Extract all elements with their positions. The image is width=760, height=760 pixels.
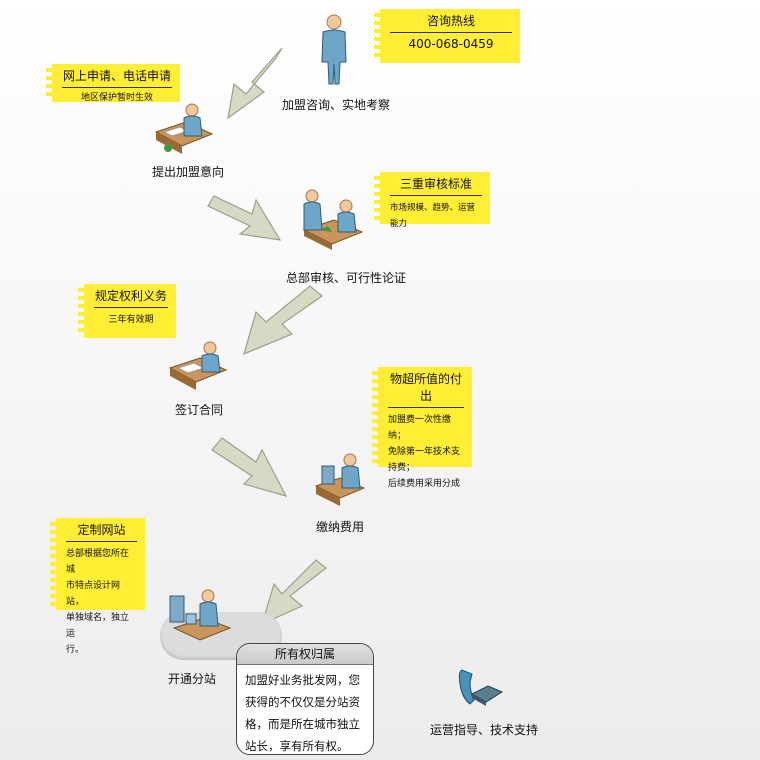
site-note-title: 定制网站 <box>66 521 137 542</box>
hotline-phone: 400-068-0459 <box>408 37 494 51</box>
rights-note-title: 规定权利义务 <box>94 287 168 308</box>
fees-note-title: 物超所值的付出 <box>388 370 464 408</box>
ownership-body: 加盟好业务批发网，您获得的不仅仅是分站资格，而是所在城市独立站长，享有所有权。 <box>245 673 360 753</box>
step-caption-open-site: 开通分站 <box>168 672 217 686</box>
arrow-shape-3 <box>243 285 323 356</box>
site-note-body: 总部根据您所在城 市特点设计网站， 单独域名，独立运 行。 <box>66 549 130 655</box>
step-caption-intention: 提出加盟意向 <box>152 165 225 179</box>
fees-note: 物超所值的付出 加盟费一次性缴纳； 免除第一年技术支 持费； 后续费用采用分成 <box>372 367 472 489</box>
workstation-icon <box>169 589 232 641</box>
apply-note: 网上申请、电话申请 地区保护暂时生效 <box>46 64 180 103</box>
review-note: 三重审核标准 市场规模、趋势、运营能力 <box>374 172 490 229</box>
arrow-shape-4 <box>211 437 288 497</box>
standing-person-icon <box>321 14 347 85</box>
fees-note-body: 加盟费一次性缴纳； 免除第一年技术支 持费； 后续费用采用分成 <box>388 415 461 489</box>
arrow-shape-5 <box>261 559 327 626</box>
contract-signing-icon <box>168 341 228 390</box>
review-note-title: 三重审核标准 <box>390 175 482 196</box>
site-note: 定制网站 总部根据您所在城 市特点设计网站， 单独域名，独立运 行。 <box>50 518 145 655</box>
ownership-box: 所有权归属 加盟好业务批发网，您获得的不仅仅是分站资格，而是所在城市独立站长，享… <box>236 643 374 755</box>
hotline-note: 咨询热线 400-068-0459 <box>374 9 520 63</box>
rights-note-body: 三年有效期 <box>108 315 154 325</box>
step-caption-consult: 加盟咨询、实地考察 <box>282 98 391 112</box>
hotline-title: 咨询热线 <box>390 12 512 33</box>
apply-note-title: 网上申请、电话申请 <box>62 67 172 88</box>
arrow-shape-2 <box>207 195 282 241</box>
meeting-people-icon <box>302 189 364 250</box>
step-caption-payment: 缴纳费用 <box>316 520 365 534</box>
step-caption-review: 总部审核、可行性论证 <box>286 271 407 285</box>
ownership-title: 所有权归属 <box>237 644 373 665</box>
arrow-shape-1 <box>227 47 283 120</box>
step-caption-support: 运营指导、技术支持 <box>430 723 539 737</box>
apply-note-body: 地区保护暂时生效 <box>80 93 153 103</box>
review-note-body: 市场规模、趋势、运营能力 <box>390 203 476 229</box>
payment-computer-icon <box>314 453 366 506</box>
telephone-icon <box>458 669 504 706</box>
desk-person-icon <box>154 103 214 154</box>
step-caption-contract: 签订合同 <box>175 403 224 417</box>
rights-note: 规定权利义务 三年有效期 <box>78 284 176 338</box>
